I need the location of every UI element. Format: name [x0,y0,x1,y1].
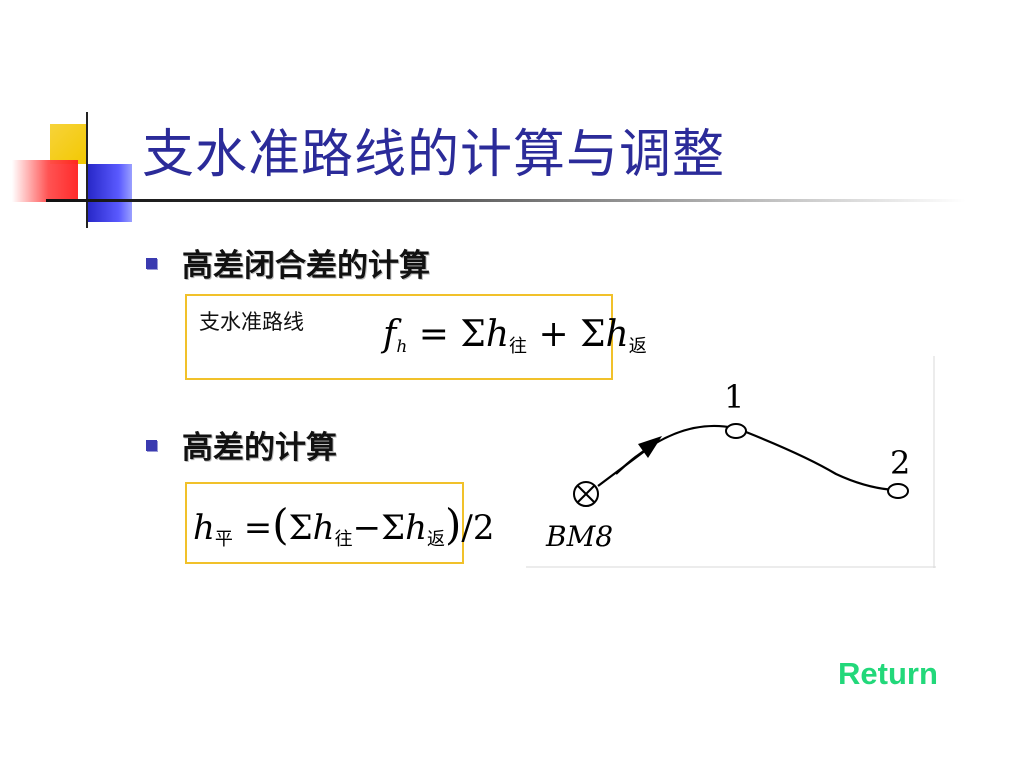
section-heading-height: 高差的计算 [182,430,337,466]
formula-divide: /2 [461,508,495,548]
formula-sub-avg: 平 [214,529,233,550]
decor-blue-block [88,164,132,222]
leveling-route-diagram: 1 2 BM8 [526,356,936,568]
route-segment-1 [615,424,735,475]
bullet-icon [146,440,157,451]
slide-title: 支水准路线的计算与调整 [142,125,726,185]
formula-sub-back: 返 [628,336,647,357]
formula-sub-go: 往 [334,529,353,550]
formula-var-h: h [193,508,215,548]
decor-yellow-block [50,124,88,164]
benchmark-label: BM8 [545,520,613,553]
formula-plus: + [538,314,569,355]
decor-vertical-line [86,112,88,228]
formula-var-f: f [383,314,397,355]
bullet-icon [146,258,157,269]
formula-sigma: Σ [460,314,486,355]
benchmark-marker-icon [573,481,599,507]
section-heading-closure: 高差闭合差的计算 [182,248,430,284]
formula-sigma: Σ [580,314,606,355]
decor-red-block [12,160,78,202]
route-segment-2 [745,430,895,492]
formula-close-paren: ) [445,500,462,549]
formula-minus: − [352,508,382,548]
formula-sub-back: 返 [427,529,446,550]
formula-box-closure: 支水准路线 fh = Σh往 + Σh返 [185,294,647,380]
formula-equals: = [243,508,273,548]
formula-box-height: h平 =(Σh往−Σh返)/2 [185,482,495,564]
point-1-label: 1 [724,378,744,416]
point-2-marker [887,483,909,499]
formula-sigma: Σ [288,508,313,548]
formula-sub-h: h [396,337,408,357]
formula-var-h: h [405,508,428,548]
title-underline [46,199,966,202]
formula-var-h: h [312,508,335,548]
formula-equals: = [418,314,449,355]
formula-var-h: h [605,314,629,355]
point-1-marker [725,423,747,439]
formula-sigma: Σ [381,508,406,548]
point-2-label: 2 [890,444,910,482]
formula-var-h: h [485,314,509,355]
closure-formula: fh = Σh往 + Σh返 [383,314,647,358]
box-label: 支水准路线 [199,310,304,334]
height-formula: h平 =(Σh往−Σh返)/2 [193,500,495,551]
direction-arrow-shaft [597,449,647,487]
return-link[interactable]: Return [838,656,938,691]
direction-arrow-icon [638,436,662,458]
formula-sub-go: 往 [509,336,527,357]
formula-open-paren: ( [272,500,289,549]
